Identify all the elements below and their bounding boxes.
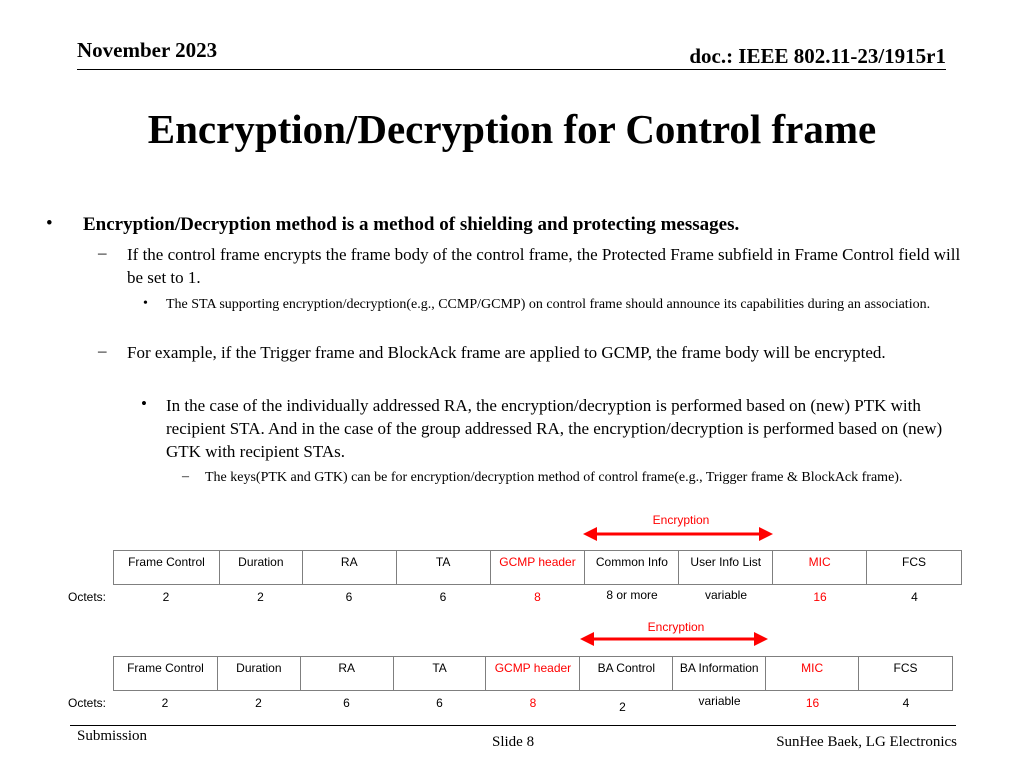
encryption-span-arrow [583, 527, 773, 541]
octets-value: 8 [534, 590, 541, 604]
bullet-level4: The keys(PTK and GTK) can be for encrypt… [205, 470, 903, 485]
octets-value: variable [698, 694, 741, 708]
field-duration: Duration [216, 656, 301, 691]
field-fcs: FCS [866, 550, 962, 585]
field-frame-control: Frame Control [113, 550, 220, 585]
octets-value: variable [704, 588, 748, 602]
octets-value: 6 [436, 696, 443, 710]
encryption-label: Encryption [652, 513, 710, 527]
octets-value: 8 [529, 696, 537, 710]
header-doc-id: doc.: IEEE 802.11-23/1915r1 [689, 44, 946, 68]
field-duration: Duration [218, 550, 303, 585]
field-gcmp-header: GCMP header [489, 550, 586, 585]
octets-value: 2 [619, 700, 626, 714]
octets-label: Octets: [68, 696, 107, 710]
octets-value: 2 [161, 696, 169, 710]
header-date: November 2023 [77, 38, 218, 62]
field-user-info-list: User Info List [678, 550, 774, 585]
octets-value: 6 [343, 696, 350, 710]
footer-divider [70, 725, 956, 726]
octets-value: 2 [255, 696, 262, 710]
bullet-marker: – [182, 469, 189, 484]
bullet-marker: – [98, 341, 107, 360]
field-ba-control: BA Control [579, 656, 674, 691]
octets-row-1: Octets: 2 2 6 6 8 8 or more variable 16 … [0, 588, 1024, 608]
bullet-level1: Encryption/Decryption method is a method… [83, 214, 740, 235]
bullet-marker: – [98, 243, 107, 262]
octets-value: 2 [257, 590, 264, 604]
header-divider [77, 69, 946, 70]
bullet-marker: • [141, 394, 147, 413]
octets-value: 2 [162, 590, 170, 604]
bullet-marker: • [143, 296, 148, 311]
octets-row-2: Octets: 2 2 6 6 8 2 variable 16 4 [0, 694, 1024, 714]
field-ra: RA [299, 656, 394, 691]
field-ba-information: BA Information [672, 656, 767, 691]
field-common-info: Common Info [584, 550, 680, 585]
octets-value: 4 [902, 696, 910, 710]
frame-format-table-2: Frame Control Duration RA TA GCMP header… [113, 656, 953, 691]
octets-label: Octets: [68, 590, 107, 604]
octets-value: 8 or more [606, 588, 658, 602]
bullet-marker: • [46, 213, 53, 234]
field-gcmp-header: GCMP header [485, 656, 581, 691]
bullet-level3-b: In the case of the individually addresse… [166, 396, 943, 461]
field-mic: MIC [772, 550, 868, 585]
table-row: Frame Control Duration RA TA GCMP header… [113, 550, 962, 585]
octets-value: 16 [805, 696, 820, 710]
octets-value: 6 [439, 590, 447, 604]
field-ta: TA [395, 550, 491, 585]
footer-author: SunHee Baek, LG Electronics [776, 734, 957, 750]
field-mic: MIC [765, 656, 860, 691]
footer-submission: Submission [77, 728, 148, 744]
slide-title: Encryption/Decryption for Control frame [147, 106, 877, 152]
table-row: Frame Control Duration RA TA GCMP header… [113, 656, 953, 691]
bullet-level3-a: The STA supporting encryption/decryption… [166, 297, 931, 312]
encryption-label: Encryption [647, 620, 705, 634]
footer-slide-number: Slide 8 [492, 734, 535, 750]
bullet-level2-a: If the control frame encrypts the frame … [127, 245, 961, 287]
field-ra: RA [301, 550, 397, 585]
frame-format-table-1: Frame Control Duration RA TA GCMP header… [113, 550, 962, 585]
octets-value: 16 [813, 590, 827, 604]
encryption-span-arrow [580, 632, 768, 646]
field-fcs: FCS [858, 656, 953, 691]
bullet-level2-b: For example, if the Trigger frame and Bl… [127, 343, 886, 362]
octets-value: 4 [911, 590, 918, 604]
octets-value: 6 [345, 590, 353, 604]
field-frame-control: Frame Control [113, 656, 218, 691]
field-ta: TA [392, 656, 487, 691]
